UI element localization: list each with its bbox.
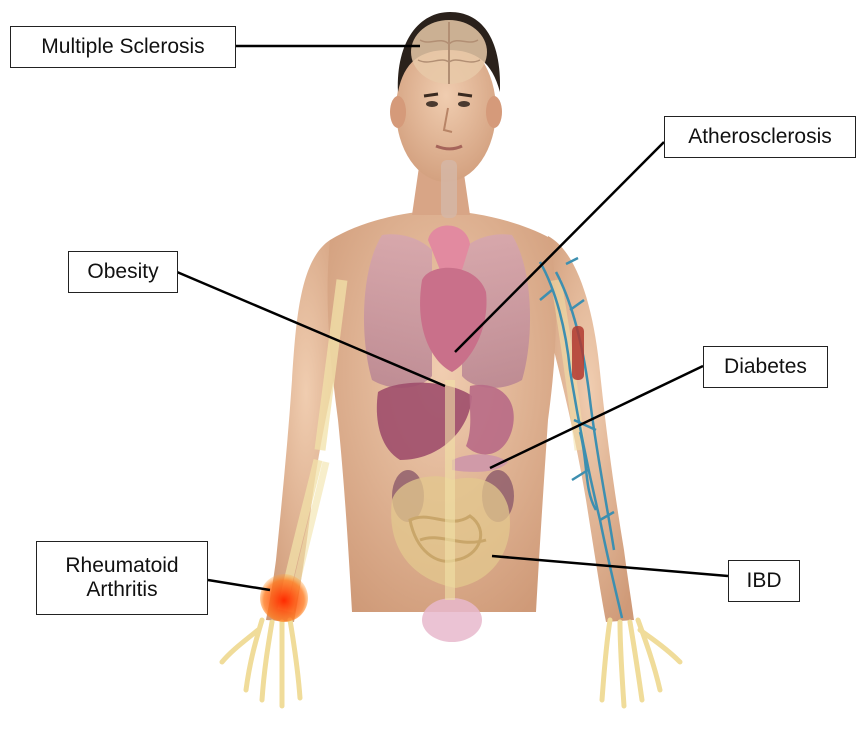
- inflamed-wrist: [260, 574, 308, 622]
- right-hand-bones: [602, 620, 680, 706]
- label-rheumatoid-line2: Arthritis: [86, 578, 157, 602]
- label-multiple-sclerosis: Multiple Sclerosis: [10, 26, 236, 68]
- label-multiple-sclerosis-text: Multiple Sclerosis: [41, 35, 204, 59]
- label-rheumatoid-line1: Rheumatoid: [65, 554, 178, 578]
- leader-line-rheumatoid-arthritis: [208, 580, 270, 590]
- label-diabetes-text: Diabetes: [724, 355, 807, 379]
- left-hand-bones: [222, 620, 300, 706]
- label-rheumatoid-arthritis: Rheumatoid Arthritis: [36, 541, 208, 615]
- label-ibd: IBD: [728, 560, 800, 602]
- label-obesity-text: Obesity: [87, 260, 158, 284]
- label-diabetes: Diabetes: [703, 346, 828, 388]
- label-ibd-text: IBD: [746, 569, 781, 593]
- label-atherosclerosis: Atherosclerosis: [664, 116, 856, 158]
- artery-segment: [572, 326, 584, 380]
- label-obesity: Obesity: [68, 251, 178, 293]
- label-atherosclerosis-text: Atherosclerosis: [688, 125, 832, 149]
